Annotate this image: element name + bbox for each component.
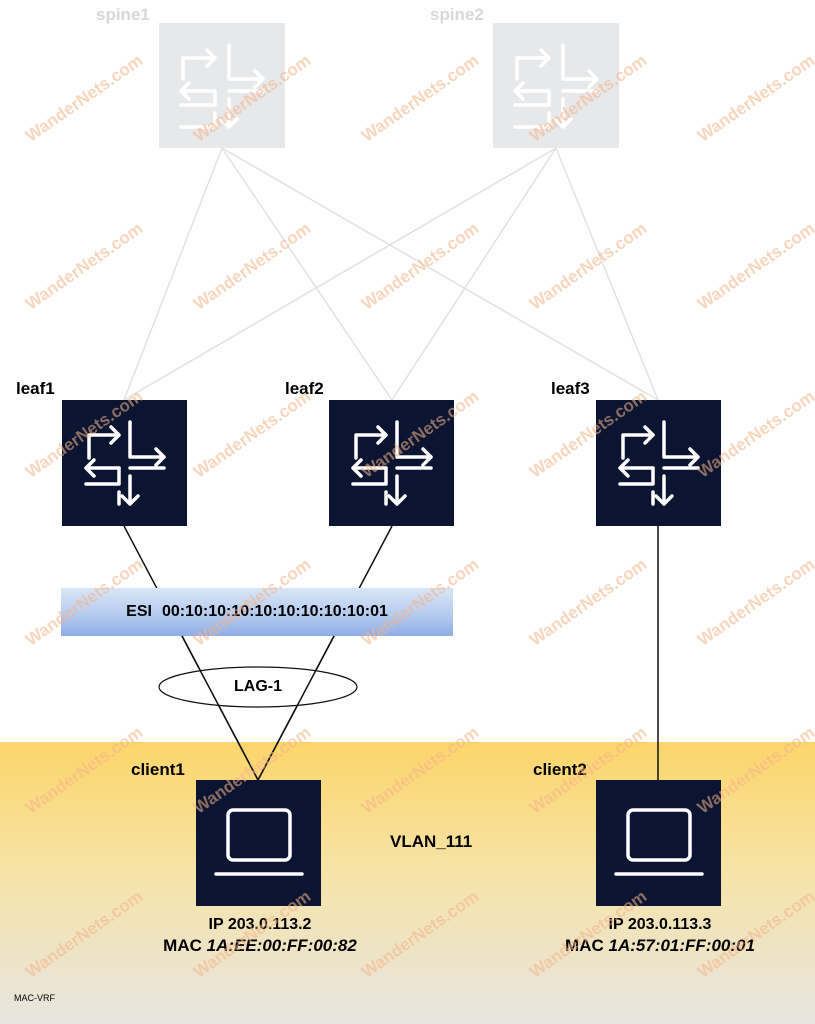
- spine1-router[interactable]: [159, 23, 285, 148]
- leaf3-label: leaf3: [551, 379, 590, 398]
- client2-info: IP 203.0.113.3 MAC 1A:57:01:FF:00:01: [520, 916, 800, 956]
- client2-ip-line: IP 203.0.113.3: [608, 916, 712, 933]
- mac-vrf-footnote: MAC-VRF: [14, 993, 55, 1003]
- client1-info: IP 203.0.113.2 MAC 1A:EE:00:FF:00:82: [120, 916, 400, 956]
- client1-laptop[interactable]: [196, 780, 321, 906]
- link-leaf2-client1: [257, 525, 393, 781]
- link-spine1-leaf3: [221, 147, 659, 401]
- laptop-icon: [214, 808, 304, 876]
- router-arrows-icon: [513, 43, 599, 129]
- lag-group: LAG-1: [158, 666, 358, 708]
- esi-segment: ESI 00:10:10:10:10:10:10:10:10:01: [61, 588, 453, 636]
- client2-label: client2: [533, 760, 587, 779]
- router-arrows-icon: [618, 420, 700, 506]
- client2-mac: 1A:57:01:FF:00:01: [608, 936, 755, 955]
- client1-ip-line: IP 203.0.113.2: [208, 916, 312, 933]
- leaf3-router[interactable]: [596, 400, 721, 526]
- client2-ip: 203.0.113.3: [627, 916, 712, 933]
- leaf2-router[interactable]: [329, 400, 454, 526]
- esi-prefix: ESI: [126, 603, 152, 620]
- spine2-label: spine2: [430, 5, 484, 24]
- link-spine2-leaf2: [391, 147, 557, 401]
- spine2-router[interactable]: [493, 23, 619, 148]
- laptop-icon: [614, 808, 704, 876]
- client1-mac: 1A:EE:00:FF:00:82: [206, 936, 357, 955]
- client2-mac-line: MAC 1A:57:01:FF:00:01: [565, 936, 755, 955]
- lag-label: LAG-1: [234, 678, 282, 695]
- client2-laptop[interactable]: [596, 780, 721, 906]
- router-arrows-icon: [179, 43, 265, 129]
- link-spine1-leaf1: [123, 147, 223, 401]
- link-leaf1-client1: [123, 525, 259, 781]
- client1-mac-line: MAC 1A:EE:00:FF:00:82: [163, 936, 357, 955]
- router-arrows-icon: [84, 420, 166, 506]
- link-spine1-leaf2: [221, 147, 393, 401]
- vlan-label: VLAN_111: [390, 832, 473, 851]
- leaf2-label: leaf2: [285, 379, 324, 398]
- client1-label: client1: [131, 760, 185, 779]
- leaf1-label: leaf1: [16, 379, 55, 398]
- leaf1-router[interactable]: [62, 400, 187, 526]
- client1-ip: 203.0.113.2: [227, 916, 312, 933]
- spine1-label: spine1: [96, 5, 150, 24]
- router-arrows-icon: [351, 420, 433, 506]
- link-spine2-leaf1: [123, 147, 557, 401]
- link-spine2-leaf3: [555, 147, 659, 401]
- esi-value: 00:10:10:10:10:10:10:10:10:01: [161, 603, 388, 620]
